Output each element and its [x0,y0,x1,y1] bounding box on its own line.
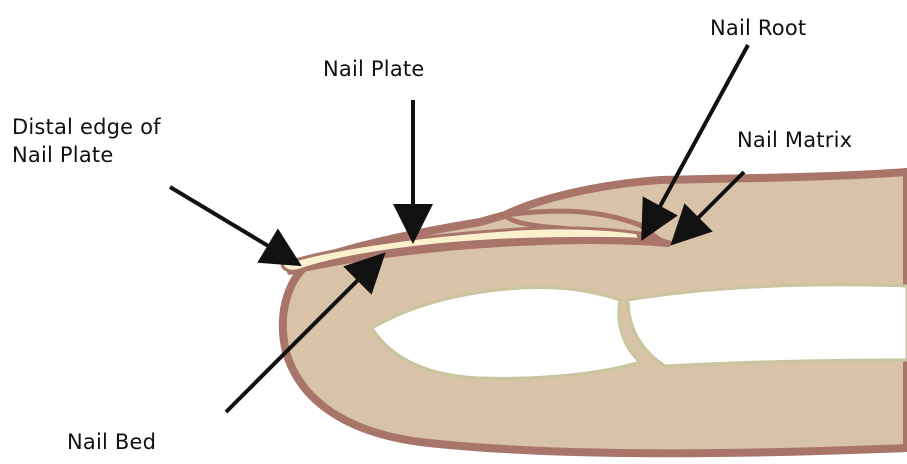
label-nail-root: Nail Root [710,14,806,42]
inner-cavity-right [628,285,907,366]
label-distal-edge: Distal edge of Nail Plate [12,113,161,169]
label-nail-bed: Nail Bed [67,428,156,456]
label-nail-plate: Nail Plate [323,55,424,83]
label-nail-matrix: Nail Matrix [737,126,852,154]
arrow-distal-edge [170,187,295,262]
label-distal-edge-line2: Nail Plate [12,141,161,169]
label-distal-edge-line1: Distal edge of [12,113,161,141]
